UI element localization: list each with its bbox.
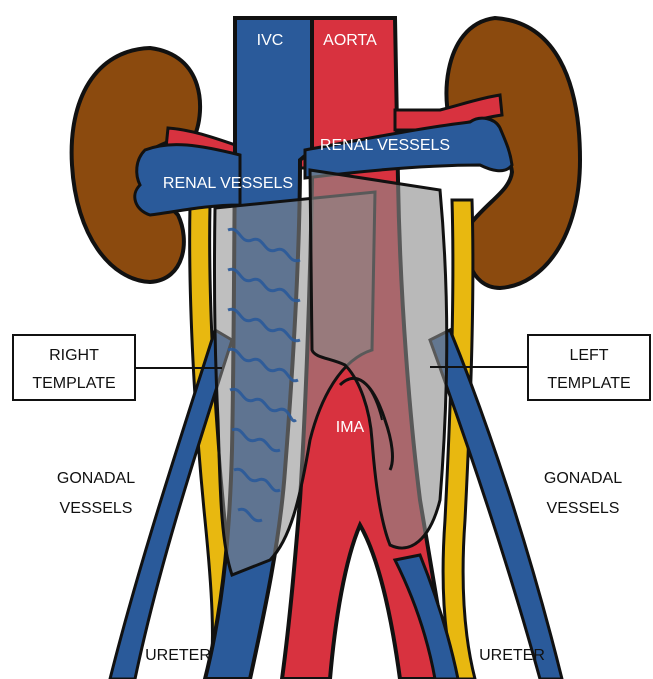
gonadal-left-label-1: GONADAL (544, 470, 622, 487)
gonadal-right-label-2: VESSELS (60, 500, 133, 517)
gonadal-left-label-2: VESSELS (547, 500, 620, 517)
renal-vessels-right-label: RENAL VESSELS (163, 175, 293, 192)
right-template-label-1: RIGHT (49, 347, 99, 364)
ureter-right-label: URETER (145, 647, 211, 664)
ureter-left-label: URETER (479, 647, 545, 664)
left-template-label-1: LEFT (569, 347, 608, 364)
ivc-label: IVC (257, 32, 284, 49)
gonadal-right-label-1: GONADAL (57, 470, 135, 487)
aorta-label: AORTA (323, 32, 377, 49)
ima-label: IMA (336, 419, 365, 436)
renal-vessels-left-label: RENAL VESSELS (320, 137, 450, 154)
left-template-label-2: TEMPLATE (547, 375, 630, 392)
right-template-label-2: TEMPLATE (32, 375, 115, 392)
